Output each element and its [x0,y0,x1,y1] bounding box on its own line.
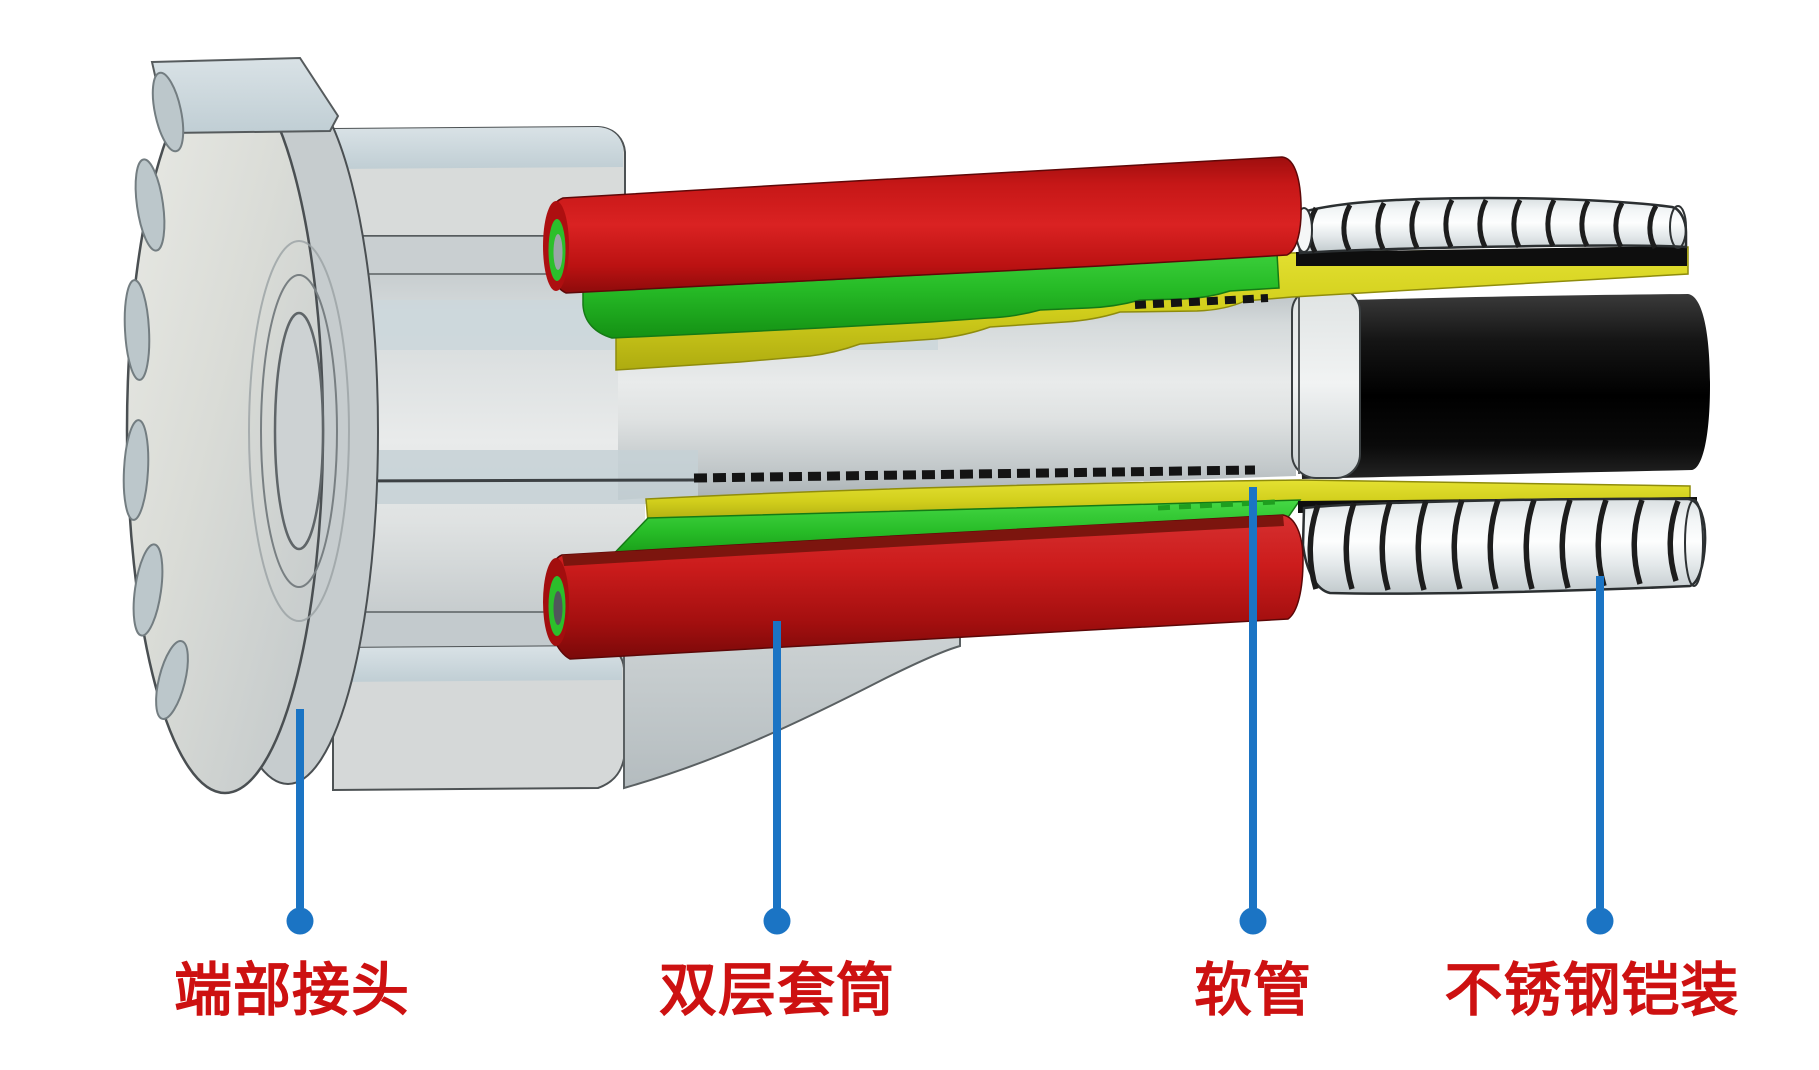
collar-top-face [333,127,623,169]
tube-end-cap [1291,287,1361,479]
leader-dot [286,907,314,935]
armor-top-right-cap [1669,205,1687,249]
bolt-hole [123,279,151,381]
callout-double-layer-sleeve: 双层套筒 [659,621,895,1024]
tube-serration-strip [693,465,1256,483]
armor-bottom-right-cap [1684,499,1704,587]
armor-top-shell [1295,196,1688,255]
hose-bore [1296,294,1710,479]
yellow-serration-top [1134,294,1269,309]
leader-dot [1586,907,1614,935]
armor-top-ribs [1307,198,1659,254]
collar-bottom-face [333,646,622,682]
label-double-layer-sleeve: 双层套筒 [659,956,895,1024]
callout-end-fitting: 端部接头 [174,709,410,1024]
sleeve-top-cap-core [553,234,563,270]
bolt-hole [122,419,150,521]
armor-bottom [1301,497,1707,595]
sleeve-bottom [543,514,1304,660]
label-hose: 软管 [1194,956,1312,1024]
flange-bore-rings [248,240,350,622]
sleeve-bottom-lip [562,515,1284,566]
flange [122,56,379,795]
label-end-fitting: 端部接头 [174,956,410,1024]
bolt-hole [151,71,185,153]
bore-bottom-edge [339,478,695,483]
label-stainless-steel-armor: 不锈钢铠装 [1444,956,1739,1024]
leader-dot [1239,907,1267,935]
hose-band-top [1296,246,1687,266]
sleeve-top [543,156,1302,294]
bolt-hole [155,640,189,720]
hose-black [1296,294,1710,479]
bolt-hole [132,543,164,637]
callout-stainless-steel-armor: 不锈钢铠装 [1444,576,1739,1024]
sleeve-top-body [545,156,1302,294]
sleeve-bottom-cap-core [553,591,563,625]
armor-top [1295,196,1688,255]
bolt-hole [134,158,166,252]
bore-cut-face-bottom [348,450,698,504]
armor-bottom-ribs [1307,499,1681,591]
flange-bolt-holes [122,71,189,720]
callout-hose: 软管 [1194,487,1312,1024]
leader-dot [763,907,791,935]
armor-bottom-shell [1301,497,1707,595]
